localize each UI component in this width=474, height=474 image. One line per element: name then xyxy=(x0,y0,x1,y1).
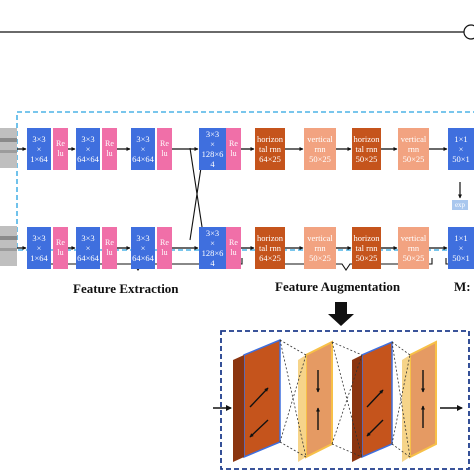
top-relu-block-4: Re lu xyxy=(102,128,117,170)
matching-label: M: xyxy=(454,279,471,294)
detail-vertical-rnn-2 xyxy=(402,340,437,462)
input-image-top-stroke xyxy=(0,150,17,153)
top-relu-block-2: Re lu xyxy=(53,128,68,170)
detail-horizontal-rnn-1 xyxy=(233,338,281,462)
top-horizontal-rnn-block-9: horizon tal rnn 64×25 xyxy=(255,128,285,170)
bottom-conv-block-7: 3×3 × 128×6 4 xyxy=(199,227,226,269)
input-image-bottom xyxy=(0,226,17,266)
detail-vertical-rnn-1 xyxy=(298,340,333,462)
feature-augmentation-label: Feature Augmentation xyxy=(275,279,401,294)
bottom-relu-block-2: Re lu xyxy=(53,227,68,269)
top-conv-block-7: 3×3 × 128×6 4 xyxy=(199,128,226,170)
bottom-vertical-rnn-block-10: vertical rnn 50×25 xyxy=(304,227,336,269)
input-image-top-stroke xyxy=(0,138,17,142)
top-conv-block-1: 3×3 × 1×64 xyxy=(27,128,51,170)
top-conv-block-3: 3×3 × 64×64 xyxy=(76,128,100,170)
detail-horizontal-rnn-2 xyxy=(352,340,393,462)
top-connection-node xyxy=(463,24,474,40)
bottom-conv-block-3: 3×3 × 64×64 xyxy=(76,227,100,269)
feature-extraction-label: Feature Extraction xyxy=(73,281,179,296)
input-image-bottom-stroke xyxy=(0,236,17,240)
bottom-conv-block-13: 1×1 × 50×1 xyxy=(448,227,474,269)
input-image-bottom-stroke xyxy=(0,248,17,251)
input-image-top xyxy=(0,128,17,168)
zoom-down-arrow xyxy=(328,302,354,326)
bottom-conv-block-1: 3×3 × 1×64 xyxy=(27,227,51,269)
rnn-detail-frame xyxy=(220,330,470,470)
bottom-relu-block-6: Re lu xyxy=(157,227,172,269)
top-relu-block-6: Re lu xyxy=(157,128,172,170)
network-frame xyxy=(16,111,474,251)
bottom-conv-block-5: 3×3 × 64×64 xyxy=(131,227,155,269)
top-conv-block-13: 1×1 × 50×1 xyxy=(448,128,474,170)
bottom-horizontal-rnn-block-11: horizon tal rnn 50×25 xyxy=(352,227,381,269)
connectors xyxy=(17,147,448,250)
exp-block: exp xyxy=(452,200,468,210)
top-conv-block-5: 3×3 × 64×64 xyxy=(131,128,155,170)
top-horizontal-rnn-block-11: horizon tal rnn 50×25 xyxy=(352,128,381,170)
bottom-horizontal-rnn-block-9: horizon tal rnn 64×25 xyxy=(255,227,285,269)
top-relu-block-8: Re lu xyxy=(226,128,241,170)
detail-dotted-links xyxy=(279,339,411,458)
bottom-relu-block-4: Re lu xyxy=(102,227,117,269)
top-vertical-rnn-block-12: vertical rnn 50×25 xyxy=(398,128,429,170)
bottom-vertical-rnn-block-12: vertical rnn 50×25 xyxy=(398,227,429,269)
top-vertical-rnn-block-10: vertical rnn 50×25 xyxy=(304,128,336,170)
bottom-relu-block-8: Re lu xyxy=(226,227,241,269)
